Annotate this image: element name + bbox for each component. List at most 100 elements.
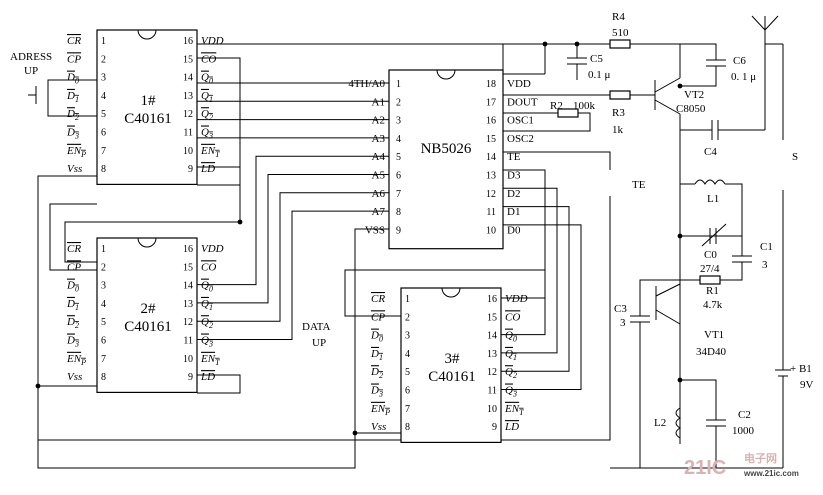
transistor-vt2-emitter xyxy=(654,99,681,115)
resistor-r4 xyxy=(609,39,631,49)
ic-body xyxy=(96,29,198,185)
pin-number: 16 xyxy=(183,244,193,255)
pin-label-sub: 0 xyxy=(513,335,517,344)
pin-label-main: D xyxy=(66,72,75,84)
pin-label: DOUT xyxy=(507,96,538,108)
pin-number: 13 xyxy=(487,349,497,360)
pin-label: Q3 xyxy=(201,127,213,141)
pin-number: 7 xyxy=(101,354,106,365)
pin-label: A3 xyxy=(372,133,386,145)
pin-label: CP xyxy=(67,53,81,65)
pin-label-sub: 1 xyxy=(513,353,517,362)
pin-number: 14 xyxy=(183,73,193,84)
pin-label: Q2 xyxy=(201,108,213,122)
r4-ref: R4 xyxy=(612,11,625,23)
pin-number: 2 xyxy=(405,312,410,323)
c2-value: 1000 xyxy=(732,425,755,437)
pin-label-sub: 0 xyxy=(209,285,213,294)
pin-label-main: Q xyxy=(201,72,209,84)
pin-label: VDD xyxy=(201,35,224,47)
pin-label: D0 xyxy=(370,330,383,344)
pin-label-main: LD xyxy=(200,163,215,175)
pin-label-sub: P xyxy=(384,408,390,417)
ic-part: C40161 xyxy=(124,319,172,335)
pin-label-main: LD xyxy=(504,421,519,433)
pin-label: D1 xyxy=(370,348,383,362)
pin-number: 15 xyxy=(486,134,496,145)
pin-label: D1 xyxy=(66,90,79,104)
pin-label-main: Q xyxy=(201,127,209,139)
pin-number: 2 xyxy=(101,54,106,65)
pin-label-main: CR xyxy=(67,243,81,255)
ic-part: C40161 xyxy=(124,111,172,127)
pin-label: D3 xyxy=(66,335,79,349)
pin-number: 4 xyxy=(396,134,401,145)
pin-number: 18 xyxy=(486,79,496,90)
wire xyxy=(680,183,743,237)
pin-number: 7 xyxy=(396,189,401,200)
vt2-value: C8050 xyxy=(676,103,706,115)
c5-value: 0.1 μ xyxy=(588,69,611,81)
wire xyxy=(639,279,680,316)
pin-label-main: EN xyxy=(66,145,82,157)
pin-label-sub: 0 xyxy=(379,335,383,344)
junction-dot xyxy=(677,377,683,383)
resistor-r3 xyxy=(609,90,631,100)
pin-label: D0 xyxy=(507,224,521,236)
ic-body xyxy=(96,237,198,393)
wire xyxy=(680,379,717,420)
pin-number: 7 xyxy=(405,404,410,415)
pin-label-sub: 0 xyxy=(209,77,213,86)
wire xyxy=(197,374,241,394)
pin-label: ENP xyxy=(66,353,86,367)
pin-label-sub: 1 xyxy=(209,95,213,104)
ic-name: 1# xyxy=(141,93,157,109)
wire xyxy=(64,57,241,263)
wire xyxy=(197,192,389,322)
pin-label-main: EN xyxy=(66,353,82,365)
pin-number: 9 xyxy=(396,225,401,236)
pin-label-main: VDD xyxy=(201,243,224,255)
pin-label: D3 xyxy=(66,127,79,141)
adress-up-label: ADRESS xyxy=(10,51,52,63)
pin-label: VDD xyxy=(505,293,528,305)
pin-label: A1 xyxy=(372,96,385,108)
c2-ref: C2 xyxy=(738,409,751,421)
pin-label-sub: 1 xyxy=(209,303,213,312)
wire xyxy=(344,269,546,317)
pin-label-main: D xyxy=(66,127,75,139)
ic-notch xyxy=(441,287,461,298)
ic-part: NB5026 xyxy=(421,141,472,157)
pin-label: D0 xyxy=(66,72,79,86)
pin-number: 14 xyxy=(487,331,497,342)
pin-number: 9 xyxy=(492,422,497,433)
pin-label-sub: T xyxy=(519,408,524,417)
wire xyxy=(680,43,717,60)
inductor-l2 xyxy=(675,407,681,439)
watermark-cn: 电子网 xyxy=(744,451,777,465)
pin-label: CP xyxy=(67,261,81,273)
wire xyxy=(751,15,779,31)
pin-label-main: D xyxy=(66,280,75,292)
ic-name: 3# xyxy=(445,351,461,367)
pin-label: D3 xyxy=(507,170,521,182)
c3-value: 3 xyxy=(620,317,626,329)
pin-number: 17 xyxy=(486,97,496,108)
pin-label-main: Q xyxy=(201,108,209,120)
pin-number: 4 xyxy=(405,349,410,360)
pin-label: VSS xyxy=(365,224,385,236)
pin-number: 16 xyxy=(487,294,497,305)
wire xyxy=(701,223,727,247)
pin-number: 13 xyxy=(183,91,193,102)
c6-value: 0. 1 μ xyxy=(731,71,756,83)
pin-label: Vss xyxy=(67,371,82,383)
pin-number: 5 xyxy=(101,109,106,120)
pin-label: A5 xyxy=(372,170,386,182)
pin-label-sub: P xyxy=(80,358,86,367)
c3-ref: C3 xyxy=(614,303,627,315)
pin-label-sub: 3 xyxy=(378,390,383,399)
b1-ref: + B1 xyxy=(790,363,812,375)
